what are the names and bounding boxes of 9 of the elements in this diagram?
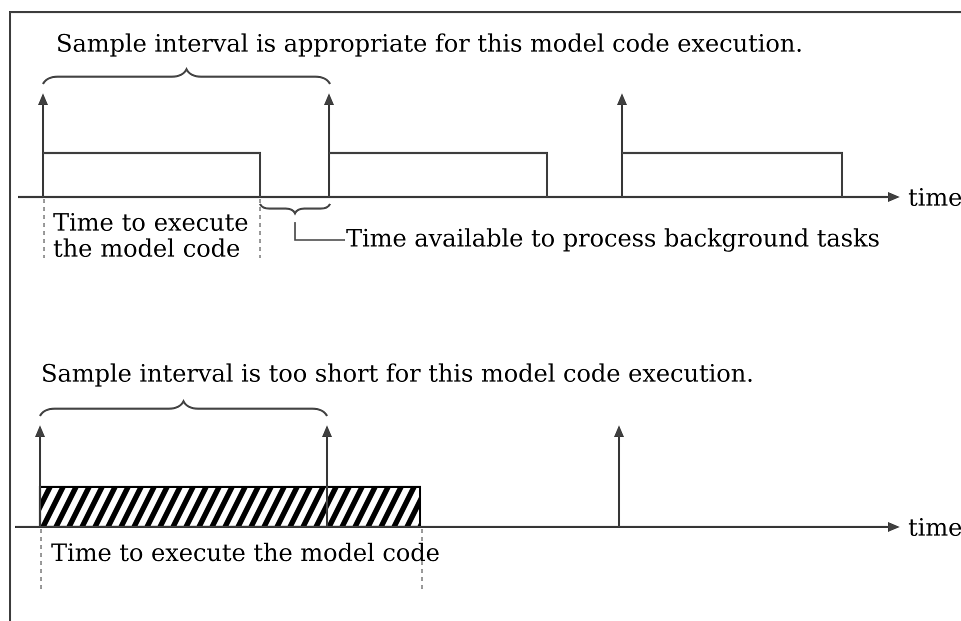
annotation: Time to execute the model code — [53, 213, 248, 257]
heading: Sample interval is too short for this model code execution. — [43, 363, 752, 387]
brace — [259, 203, 331, 214]
leader-line — [294, 222, 345, 241]
axis-label: time — [908, 518, 961, 536]
annotation: Time available to process background tasks — [346, 228, 880, 252]
axis-label: time — [908, 188, 961, 206]
annotation: Time to execute the model code — [51, 542, 439, 562]
heading: Sample interval is appropriate for this model code execution. — [58, 33, 801, 57]
